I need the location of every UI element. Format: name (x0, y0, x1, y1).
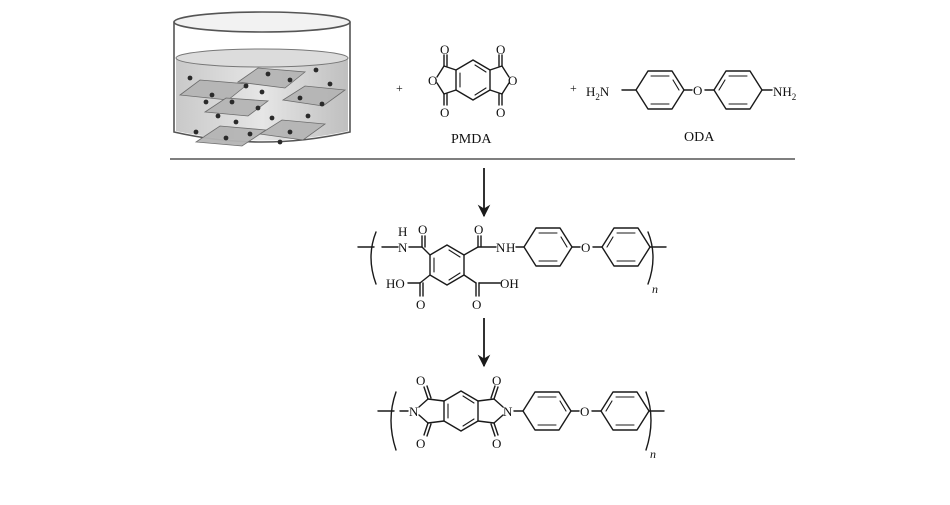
atom-o: O (581, 240, 590, 255)
atom-o: O (508, 73, 517, 88)
oda-molecule: H2N O NH2 (586, 70, 796, 110)
plus-sign-2: + (570, 81, 577, 95)
beaker-illustration (173, 11, 351, 147)
atom-o: O (492, 436, 501, 451)
oda-label: ODA (684, 130, 715, 145)
atom-h2n: H2N (586, 84, 610, 102)
atom-n: N (398, 240, 408, 255)
atom-nh2: NH2 (773, 84, 796, 102)
pmda-label: PMDA (451, 132, 492, 147)
plus-sign-1: + (396, 81, 403, 95)
atom-oh: OH (500, 276, 519, 291)
atom-o: O (474, 222, 483, 237)
atom-o: O (492, 373, 501, 388)
atom-o: O (416, 436, 425, 451)
atom-o: O (440, 42, 449, 57)
atom-n: N (409, 404, 419, 419)
graphene-sheets (178, 67, 347, 147)
atom-o: O (428, 73, 437, 88)
atom-o: O (416, 297, 425, 312)
atom-o: O (418, 222, 427, 237)
particles (187, 67, 333, 145)
atom-h: H (506, 240, 515, 255)
atom-nh: N (496, 240, 506, 255)
atom-ho: HO (386, 276, 405, 291)
atom-n: N (503, 404, 513, 419)
atom-o: O (416, 373, 425, 388)
atom-o: O (580, 404, 589, 419)
pmda-molecule: O O O O O O (428, 42, 517, 120)
polyimide-structure: N O O O O N O (377, 373, 665, 461)
atom-o: O (496, 105, 505, 120)
repeat-unit-n: n (650, 447, 656, 461)
atom-o: O (496, 42, 505, 57)
repeat-unit-n: n (652, 282, 658, 296)
atom-h: H (398, 224, 407, 239)
atom-o: O (472, 297, 481, 312)
atom-o: O (440, 105, 449, 120)
atom-o: O (693, 83, 702, 98)
polyamic-acid-structure: N H O O N H O HO O OH O (357, 222, 667, 312)
